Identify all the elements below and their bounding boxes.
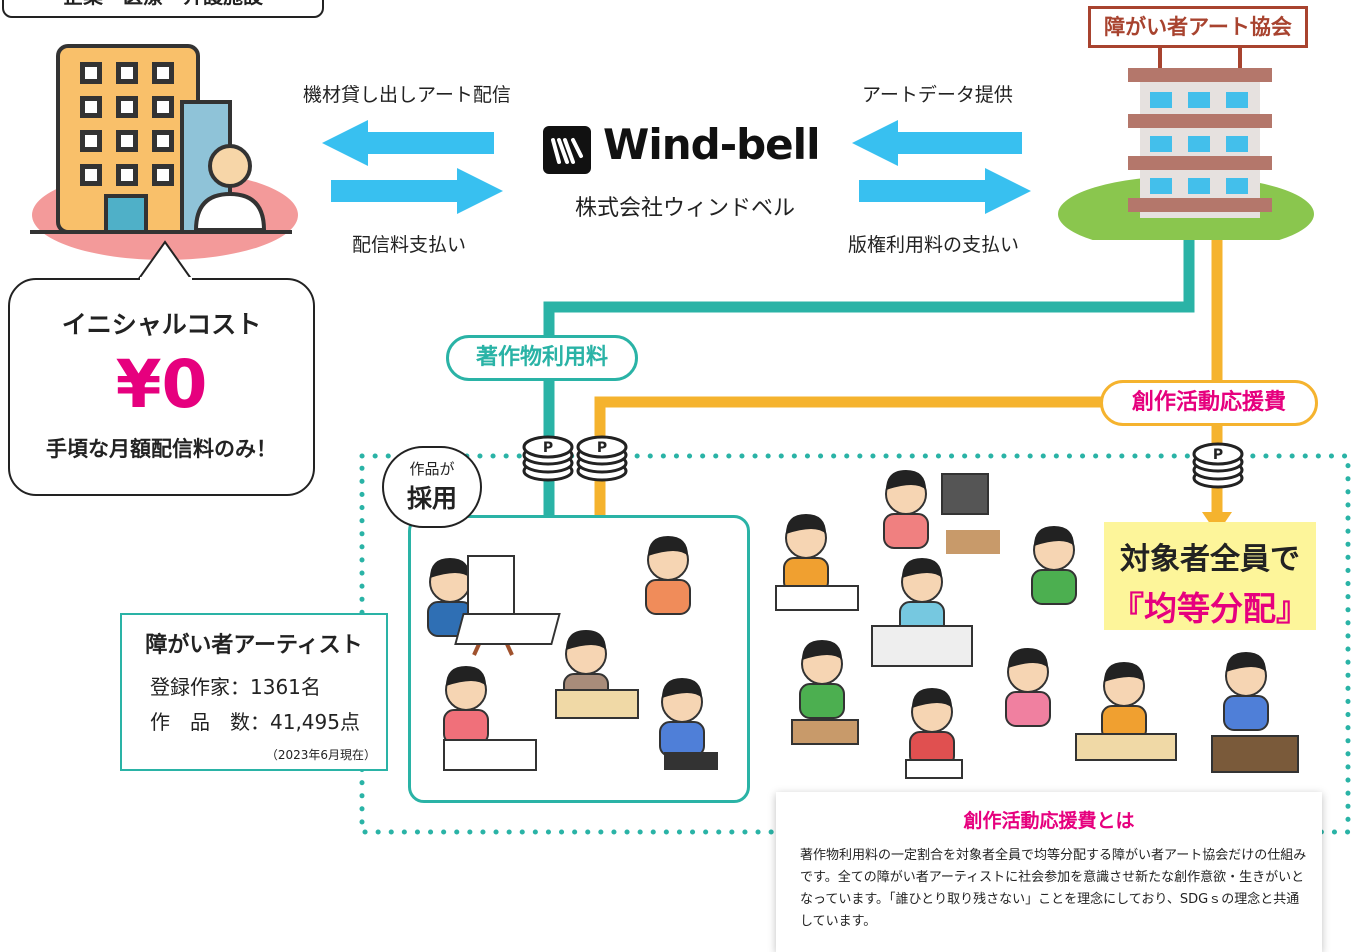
client-building-illustration xyxy=(30,40,300,260)
explanation-title: 創作活動応援費とは xyxy=(963,810,1135,832)
flow-label-license-fee: 版権利用料の支払い xyxy=(848,234,1020,256)
coin-stack-icon-orange: P xyxy=(576,435,628,482)
support-fee-label: 創作活動応援費 xyxy=(1100,380,1318,426)
adopted-badge: 作品が 採用 xyxy=(382,446,482,528)
flow-label-delivery-fee: 配信料支払い xyxy=(352,234,467,256)
windbell-logo-text: Wind-bell xyxy=(603,120,820,169)
cost-bubble: イニシャルコスト ¥0 手頃な月額配信料のみ！ xyxy=(8,278,315,496)
equal-distribution-line1: 対象者全員で xyxy=(1120,542,1300,577)
adopted-badge-big: 採用 xyxy=(406,484,457,513)
coin-mark: P xyxy=(543,440,553,456)
works-count: 作 品 数：41,495点 xyxy=(150,710,360,734)
flow-label-art-data: アートデータ提供 xyxy=(862,84,1013,106)
equal-distribution-line2: 『均等分配』 xyxy=(1111,589,1309,628)
support-fee-explanation: 創作活動応援費とは 著作物利用料の一定割合を対象者全員で均等分配する障がい者アー… xyxy=(776,792,1322,952)
coin-mark: P xyxy=(1213,447,1223,463)
association-building-illustration xyxy=(1056,40,1318,252)
client-header-tab: 企業・医療・介護施設 xyxy=(2,0,324,18)
coin-mark: P xyxy=(597,440,607,456)
client-header-text: 企業・医療・介護施設 xyxy=(4,0,322,16)
windbell-logo: Wind-bell xyxy=(543,120,833,176)
initial-cost-price: ¥0 xyxy=(115,346,208,423)
stats-as-of: （2023年6月現在） xyxy=(265,748,376,762)
windbell-logo-mark xyxy=(543,126,591,174)
explanation-body: 著作物利用料の一定割合を対象者全員で均等分配する障がい者アート協会だけの仕組みで… xyxy=(800,848,1307,929)
adopted-badge-small: 作品が xyxy=(409,460,455,478)
equal-distribution-box: 対象者全員で 『均等分配』 xyxy=(1104,522,1316,630)
coin-stack-icon-right: P xyxy=(1192,442,1244,489)
copyright-fee-label: 著作物利用料 xyxy=(446,335,638,381)
monthly-fee-note: 手頃な月額配信料のみ！ xyxy=(46,437,277,461)
coin-stack-icon-teal: P xyxy=(522,435,574,482)
registered-artists: 登録作家：1361名 xyxy=(150,675,321,699)
artists-stats-box: 障がい者アーティスト 登録作家：1361名 作 品 数：41,495点 （202… xyxy=(120,613,388,771)
company-name: 株式会社ウィンドベル xyxy=(574,196,795,221)
artists-title: 障がい者アーティスト xyxy=(145,633,363,658)
flow-label-equipment-rental: 機材貸し出しアート配信 xyxy=(303,84,511,106)
association-name: 障がい者アート協会 xyxy=(1104,15,1292,39)
initial-cost-title: イニシャルコスト xyxy=(61,310,262,339)
association-name-box: 障がい者アート協会 xyxy=(1088,6,1308,48)
